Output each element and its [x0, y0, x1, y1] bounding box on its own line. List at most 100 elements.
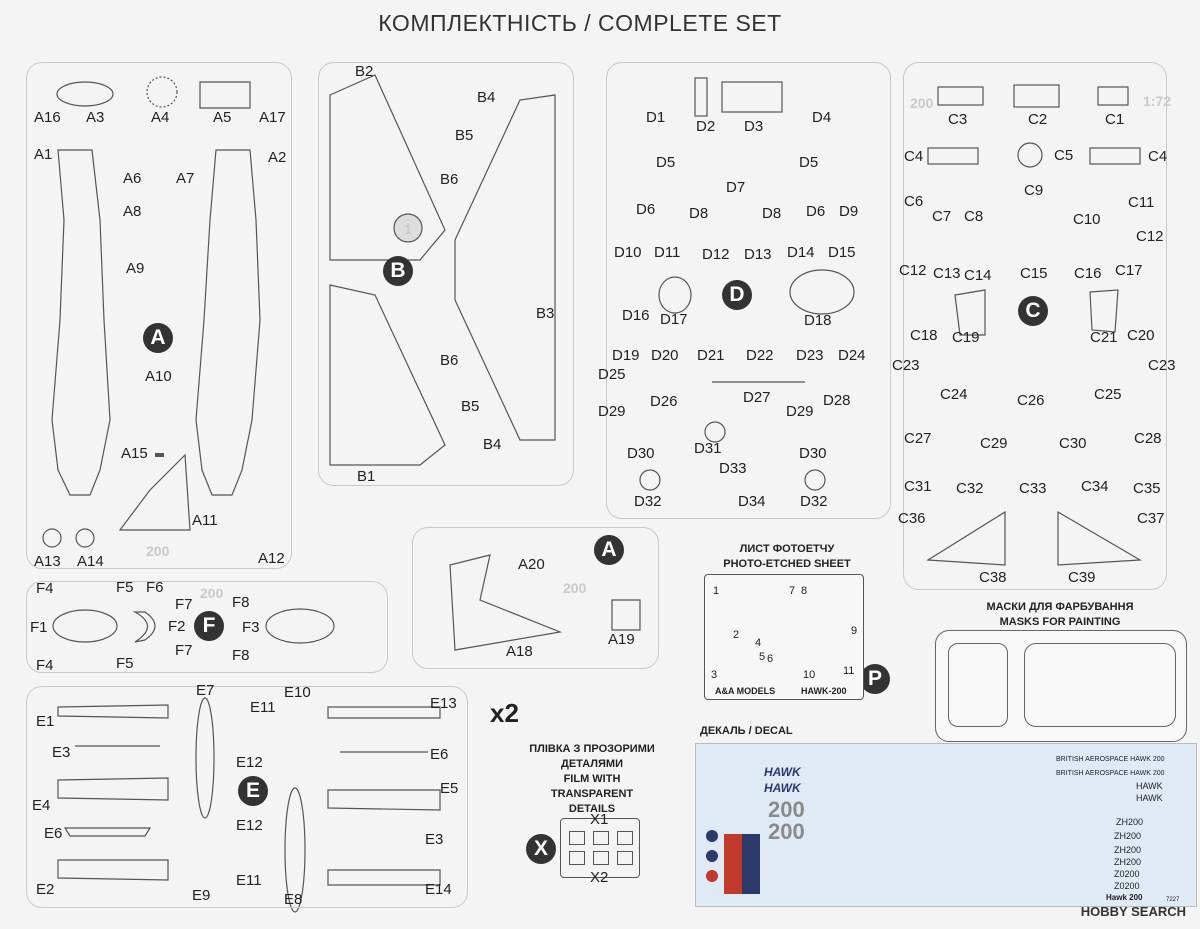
sprue-b-letter: B [383, 256, 413, 286]
part-label: X2 [590, 869, 609, 886]
watermark: HOBBY SEARCH [1080, 904, 1186, 919]
part-label: A5 [213, 109, 232, 126]
part-a4 [146, 76, 178, 108]
part-label: C17 [1115, 262, 1143, 279]
decal-text: Hawk 200 [1106, 893, 1143, 902]
part-label: F4 [36, 657, 54, 674]
film-heading: ПЛІВКА З ПРОЗОРИМИ ДЕТАЛЯМИ FILM WITH TR… [529, 743, 655, 815]
part-label: C10 [1073, 211, 1101, 228]
part-label: E3 [425, 831, 444, 848]
tailplane-c39 [1057, 510, 1143, 566]
pe-model: HAWK-200 [801, 686, 847, 696]
decal-text: ZH200 [1114, 857, 1142, 867]
part-label: D25 [598, 366, 626, 383]
part-label: A7 [176, 170, 195, 187]
tailplane-c38 [926, 510, 1006, 566]
part-label: D11 [654, 244, 681, 261]
decal-sheet: HAWK HAWK 200 200 BRITISH AEROSPACE HAWK… [695, 743, 1197, 907]
part-label: F7 [175, 642, 193, 659]
part-label: D26 [650, 393, 678, 410]
fuselage-right-half [195, 149, 261, 496]
part-label: A19 [608, 631, 635, 648]
part-label: C7 [932, 208, 952, 225]
canopy-f1 [52, 609, 118, 643]
part-label: C20 [1127, 327, 1155, 344]
masks-heading: МАСКИ ДЛЯ ФАРБУВАННЯ MASKS FOR PAINTING [986, 601, 1134, 628]
part-label: E3 [52, 744, 71, 761]
part-label: C24 [940, 386, 968, 403]
part-label: C4 [1148, 148, 1168, 165]
sprue-f-scale-mark: 200 [200, 585, 224, 601]
sprue-a-small-scale-mark: 200 [563, 580, 587, 596]
part-label: C30 [1059, 435, 1087, 452]
part-label: D16 [622, 307, 650, 324]
part-label: D10 [614, 244, 642, 261]
part-label: D23 [796, 347, 824, 364]
part-label: D27 [743, 389, 771, 406]
part-label: C5 [1054, 147, 1074, 164]
quantity-multiplier: x2 [490, 698, 519, 728]
part-label: D4 [812, 109, 832, 126]
part-label: D22 [746, 347, 774, 364]
sprue-d-frame [606, 62, 891, 519]
masks-sheet [935, 630, 1187, 742]
pe-number: 4 [755, 637, 762, 649]
decal-text: Z0200 [1114, 869, 1140, 879]
part-label: D6 [636, 201, 656, 218]
part-label: C37 [1137, 510, 1165, 527]
pe-number: 10 [803, 669, 816, 681]
pe-number: 8 [801, 585, 808, 597]
wing-upper [329, 74, 446, 261]
part-label: A14 [77, 553, 104, 570]
part-label: C11 [1128, 194, 1155, 211]
pe-number: 6 [767, 653, 774, 665]
photo-etched-heading: ЛИСТ ФОТОЕТЧУ PHOTO-ETCHED SHEET [723, 543, 851, 570]
part-label: E11 [250, 699, 276, 716]
part-label: D12 [702, 246, 730, 263]
decal-text: HAWK [764, 781, 801, 795]
sprue-e-letter: E [238, 776, 268, 806]
part-label: C32 [956, 480, 984, 497]
part-label: D32 [634, 493, 662, 510]
sprue-d-letter: D [722, 280, 752, 310]
part-label: D2 [696, 118, 716, 135]
part-label: D29 [598, 403, 626, 420]
part-label: D13 [744, 246, 772, 263]
part-label: F4 [36, 580, 54, 597]
part-label: C25 [1094, 386, 1122, 403]
sprue-c-scale-text: 1:72 [1143, 93, 1172, 109]
part-label: C31 [904, 478, 932, 495]
part-label: E4 [32, 797, 51, 814]
decal-text: 7227 [1166, 897, 1180, 903]
sprue-c-frame [903, 62, 1167, 590]
canopy-f3 [265, 608, 335, 644]
part-label: F5 [116, 579, 134, 596]
part-label: D32 [800, 493, 828, 510]
part-label: C33 [1019, 480, 1047, 497]
decal-text: BRITISH AEROSPACE HAWK 200 [1056, 756, 1165, 763]
part-label: C1 [1105, 111, 1125, 128]
part-label: F8 [232, 594, 250, 611]
part-label: B1 [357, 468, 376, 485]
part-label: D28 [823, 392, 851, 409]
part-label: D1 [646, 109, 666, 126]
fuselage-left-half [51, 149, 111, 496]
part-a3 [56, 81, 114, 107]
part-label: A3 [86, 109, 105, 126]
decal-text: HAWK [1136, 781, 1163, 791]
part-label: B2 [355, 63, 374, 80]
part-label: D34 [738, 493, 766, 510]
part-label: A10 [145, 368, 172, 385]
part-label: A1 [34, 146, 53, 163]
part-label: B4 [477, 89, 496, 106]
part-label: F3 [242, 619, 260, 636]
photo-etched-sheet: 1 2 3 4 5 6 7 8 9 10 11 A&A MODELS HAWK-… [704, 574, 864, 700]
decal-text: Z0200 [1114, 881, 1140, 891]
part-label: E13 [430, 695, 457, 712]
part-label: C34 [1081, 478, 1109, 495]
part-a5 [199, 81, 251, 109]
part-label: F6 [146, 579, 164, 596]
part-label: C18 [910, 327, 938, 344]
